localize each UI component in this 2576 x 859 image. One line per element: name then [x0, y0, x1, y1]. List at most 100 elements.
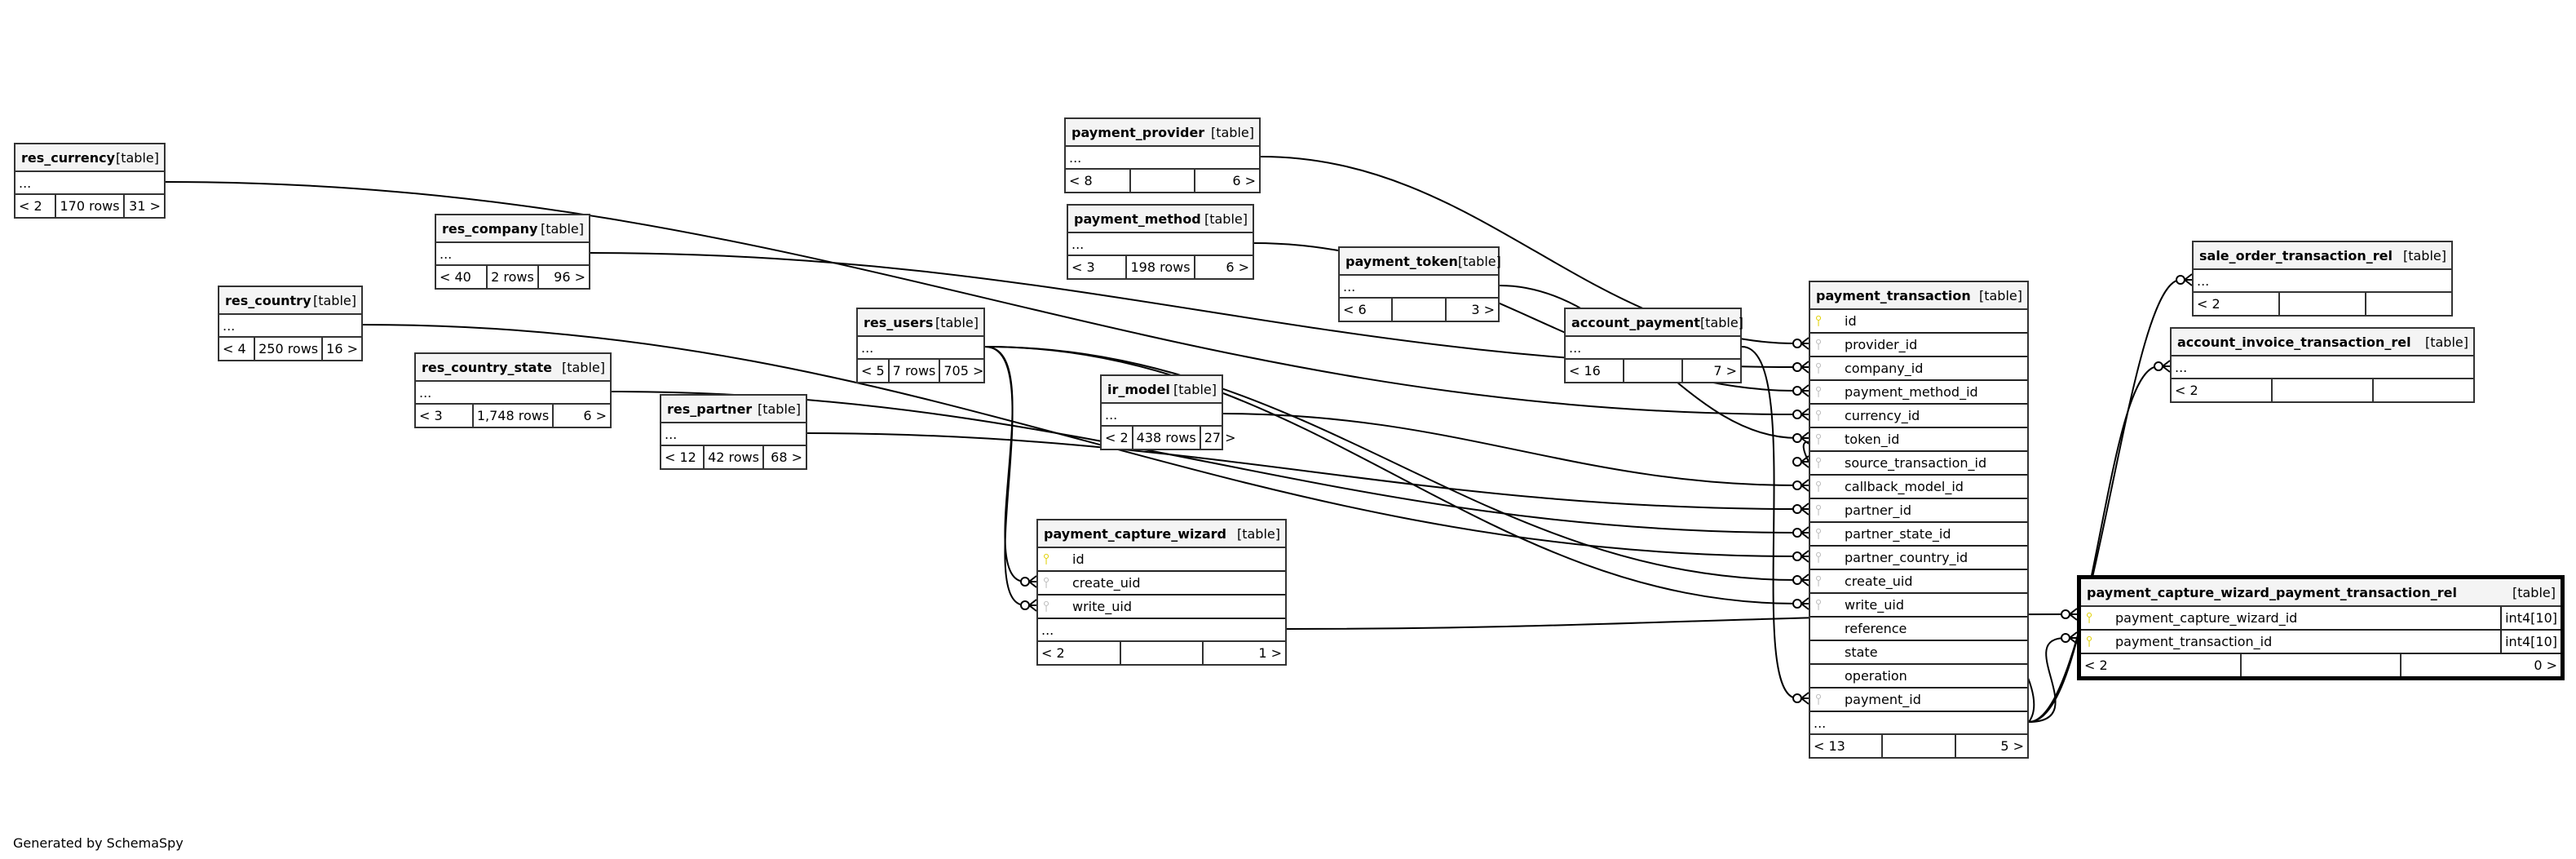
table-name[interactable]: account_payment [1571, 314, 1700, 330]
column-row[interactable]: ⫯source_transaction_id [1810, 452, 2027, 476]
table-name[interactable]: payment_token [1345, 253, 1458, 269]
table-name[interactable]: res_users [864, 314, 934, 330]
column-row[interactable]: ⫯currency_id [1810, 405, 2027, 428]
child-count[interactable]: < 3 [419, 408, 443, 423]
table-name[interactable]: payment_provider [1071, 124, 1205, 140]
child-count[interactable]: < 2 [2197, 296, 2220, 312]
table-account-invoice-transaction-rel[interactable]: account_invoice_transaction_rel[table]..… [2170, 327, 2475, 403]
parent-count[interactable]: 68 > [762, 446, 806, 468]
more-columns-row[interactable]: ... [2194, 270, 2451, 293]
table-name[interactable]: payment_capture_wizard [1044, 525, 1226, 542]
column-row[interactable]: ⫯id [1810, 310, 2027, 334]
table-name[interactable]: sale_order_transaction_rel [2199, 247, 2393, 263]
table-account-payment[interactable]: account_payment[table]... < 16 7 > [1564, 308, 1743, 383]
table-header[interactable]: payment_provider[table] [1066, 119, 1259, 147]
table-header[interactable]: ir_model[table] [1102, 376, 1222, 404]
child-count[interactable]: < 3 [1071, 259, 1095, 275]
column-row[interactable]: reference [1810, 618, 2027, 641]
more-columns-row[interactable]: ... [1810, 712, 2027, 735]
more-columns-row[interactable]: ... [1038, 619, 1285, 642]
table-name[interactable]: payment_transaction [1816, 287, 1971, 303]
more-columns-row[interactable]: ... [416, 382, 610, 405]
table-header[interactable]: payment_token[table] [1340, 248, 1501, 276]
more-columns-row[interactable]: ... [1066, 147, 1259, 170]
child-count[interactable]: < 40 [440, 269, 471, 285]
table-header[interactable]: sale_order_transaction_rel[table] [2194, 242, 2451, 270]
table-header[interactable]: account_invoice_transaction_rel[table] [2172, 329, 2473, 356]
table-name[interactable]: res_country [225, 292, 312, 308]
column-row[interactable]: operation [1810, 665, 2027, 689]
column-row[interactable]: ⫯partner_country_id [1810, 547, 2027, 570]
child-count[interactable]: < 16 [1569, 363, 1601, 379]
parent-count[interactable]: 7 > [1681, 360, 1740, 382]
child-count[interactable]: < 2 [2175, 383, 2198, 398]
more-columns-row[interactable]: ... [661, 423, 806, 446]
more-columns-row[interactable]: ... [2172, 356, 2473, 379]
parent-count[interactable]: 705 > [939, 360, 987, 382]
parent-count[interactable] [2365, 293, 2451, 315]
column-row[interactable]: ⫯write_uid [1038, 596, 1285, 619]
table-name[interactable]: ir_model [1107, 381, 1170, 397]
parent-count[interactable]: 96 > [537, 266, 589, 288]
more-columns-row[interactable]: ... [15, 172, 164, 195]
child-count[interactable]: < 2 [2084, 658, 2108, 673]
table-header[interactable]: payment_transaction[table] [1810, 282, 2027, 310]
child-count[interactable]: < 4 [223, 341, 246, 356]
column-row[interactable]: ⫯provider_id [1810, 334, 2027, 357]
more-columns-row[interactable]: ... [219, 315, 361, 338]
column-row[interactable]: ⫯payment_method_id [1810, 381, 2027, 405]
parent-count[interactable]: 1 > [1202, 642, 1285, 664]
table-header[interactable]: res_currency[table] [15, 144, 164, 172]
parent-count[interactable]: 6 > [552, 405, 610, 427]
table-name[interactable]: res_currency [21, 149, 116, 166]
table-header[interactable]: payment_method[table] [1068, 206, 1253, 233]
column-row[interactable]: ⫯callback_model_id [1810, 476, 2027, 499]
column-row[interactable]: ⫯create_uid [1810, 570, 2027, 594]
column-row[interactable]: ⫯partner_state_id [1810, 523, 2027, 547]
column-row[interactable]: ⫯company_id [1810, 357, 2027, 381]
child-count[interactable]: < 8 [1069, 173, 1093, 188]
table-sale-order-transaction-rel[interactable]: sale_order_transaction_rel[table]... < 2 [2192, 241, 2453, 317]
table-header[interactable]: account_payment[table] [1566, 309, 1743, 337]
table-payment-transaction[interactable]: payment_transaction[table]⫯id⫯provider_i… [1809, 281, 2029, 759]
parent-count[interactable]: 3 > [1444, 299, 1498, 321]
parent-count[interactable]: 27 > [1199, 427, 1239, 449]
parent-count[interactable]: 6 > [1193, 256, 1253, 278]
child-count[interactable]: < 2 [19, 198, 42, 214]
table-name[interactable]: account_invoice_transaction_rel [2177, 334, 2411, 350]
child-count[interactable]: < 5 [861, 363, 885, 379]
column-row[interactable]: ⫯write_uid [1810, 594, 2027, 618]
column-row[interactable]: ⫯create_uid [1038, 572, 1285, 596]
table-header[interactable]: res_users[table] [858, 309, 983, 337]
table-name[interactable]: res_country_state [422, 359, 552, 375]
parent-count[interactable]: 6 > [1194, 170, 1259, 192]
parent-count[interactable]: 5 > [1954, 735, 2027, 757]
column-row[interactable]: ⫯payment_id [1810, 689, 2027, 712]
table-header[interactable]: res_company[table] [436, 215, 589, 243]
child-count[interactable]: < 2 [1105, 430, 1129, 445]
parent-count[interactable] [2372, 379, 2473, 401]
more-columns-row[interactable]: ... [1566, 337, 1740, 360]
more-columns-row[interactable]: ... [1068, 233, 1253, 256]
column-row[interactable]: state [1810, 641, 2027, 665]
parent-count[interactable]: 0 > [2400, 654, 2561, 676]
table-payment-capture-wizard-payment-transaction-rel[interactable]: payment_capture_wizard_payment_transacti… [2077, 575, 2565, 680]
table-header[interactable]: res_country[table] [219, 287, 361, 315]
table-name[interactable]: res_company [442, 220, 538, 237]
child-count[interactable]: < 13 [1814, 738, 1845, 754]
more-columns-row[interactable]: ... [436, 243, 589, 266]
child-count[interactable]: < 12 [665, 449, 696, 465]
parent-count[interactable]: 31 > [122, 195, 164, 217]
column-row[interactable]: ⫯id [1038, 548, 1285, 572]
column-row[interactable]: ⫯token_id [1810, 428, 2027, 452]
table-header[interactable]: res_country_state[table] [416, 354, 610, 382]
child-count[interactable]: < 6 [1343, 302, 1367, 317]
